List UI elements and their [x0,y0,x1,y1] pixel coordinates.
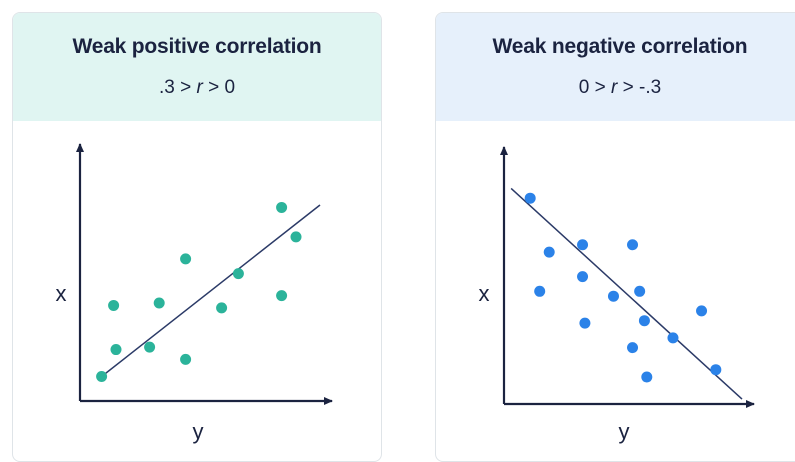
negative-subtitle-var: r [611,77,618,98]
negative-data-point-11 [638,315,650,327]
negative-data-point-10 [634,285,646,297]
positive-subtitle-right: > 0 [202,77,236,98]
positive-data-point-9 [232,268,244,280]
positive-data-point-5 [153,297,165,309]
negative-data-point-15 [710,364,722,376]
positive-data-point-6 [180,353,192,365]
negative-data-point-2 [534,285,546,297]
positive-card-title: Weak positive correlation [72,35,322,58]
positive-data-point-10 [276,290,288,302]
negative-data-point-14 [696,305,708,317]
negative-data-point-4 [577,239,589,251]
positive-x-axis-label: y [193,419,204,444]
positive-scatter-plot: x y [56,143,333,444]
negative-data-point-12 [641,371,653,383]
positive-trend-line [101,204,321,378]
positive-data-point-3 [108,299,120,311]
positive-card-header: Weak positive correlation .3 > r > 0 [13,13,381,121]
negative-y-axis-label: x [479,281,490,306]
negative-correlation-card: Weak negative correlation 0 > r > -.3 x … [435,12,795,462]
negative-subtitle-left: 0 > [578,77,612,98]
negative-trend-line [510,187,743,400]
positive-data-point-7 [180,253,192,265]
negative-data-point-6 [579,317,591,329]
positive-subtitle-var: r [196,77,203,98]
negative-card-header: Weak negative correlation 0 > r > -.3 [436,13,795,121]
negative-data-point-13 [667,332,679,344]
positive-data-point-12 [290,231,302,243]
positive-data-point-11 [276,201,288,213]
negative-x-axis-label: y [619,419,630,444]
positive-y-axis-label: x [56,281,67,306]
negative-data-point-1 [524,192,536,204]
negative-data-point-7 [607,290,619,302]
negative-card-title: Weak negative correlation [492,35,748,58]
positive-data-point-4 [144,341,156,353]
positive-data-point-1 [96,371,108,382]
positive-data-point-2 [110,344,122,356]
negative-data-point-8 [627,239,639,251]
positive-subtitle-left: .3 > [158,77,197,98]
negative-card-subtitle: 0 > r > -.3 [436,77,795,99]
negative-data-point-9 [627,342,639,354]
negative-subtitle-right: > -.3 [617,77,662,98]
positive-correlation-card: Weak positive correlation .3 > r > 0 x y [12,12,382,462]
positive-data-point-8 [216,302,228,314]
negative-scatter-plot: x y [479,146,755,444]
negative-data-point-5 [577,271,589,283]
positive-card-subtitle: .3 > r > 0 [13,77,381,99]
negative-data-point-3 [543,246,555,258]
